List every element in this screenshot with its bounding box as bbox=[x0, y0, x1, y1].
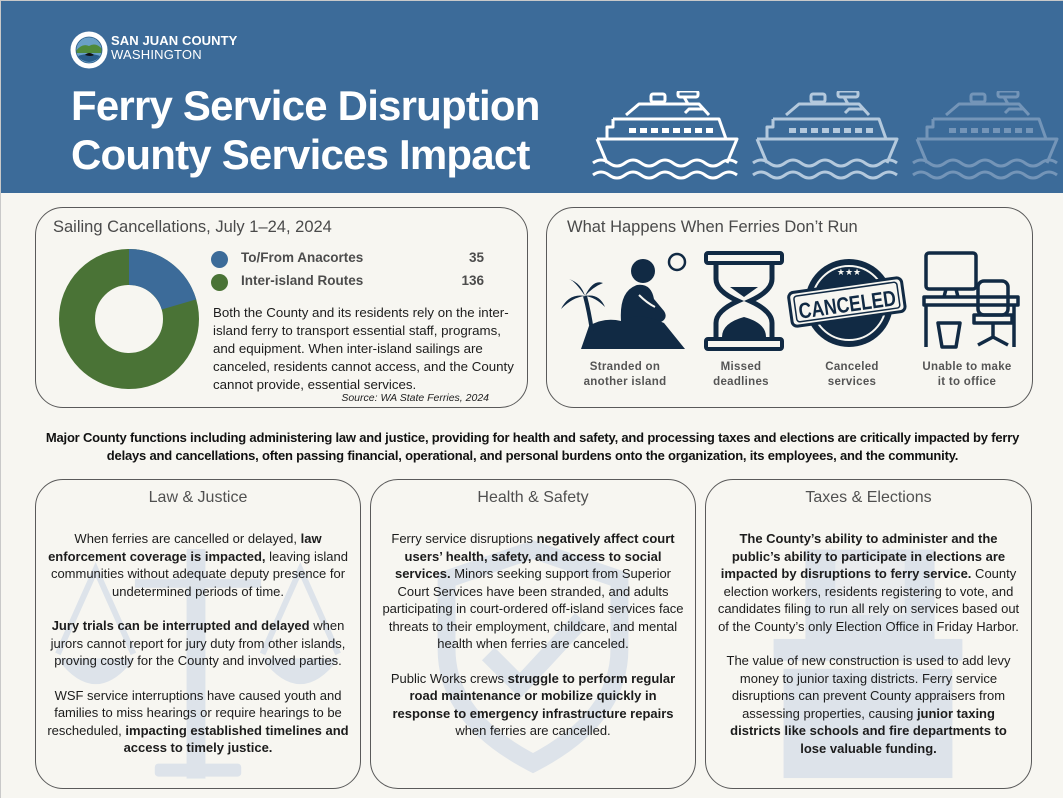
card-title: Taxes & Elections bbox=[805, 489, 932, 506]
canceled-stamp-icon: ★★★ CANCELED bbox=[787, 259, 907, 347]
empty-desk-icon bbox=[922, 251, 1020, 349]
title-line-2: County Services Impact bbox=[71, 131, 530, 178]
svg-text:★★★: ★★★ bbox=[837, 268, 861, 278]
ferry-icon-more-faded bbox=[912, 91, 1059, 180]
legend-value: 35 bbox=[468, 250, 484, 265]
brand-name: SAN JUAN COUNTY bbox=[111, 33, 238, 48]
legend-label: Inter-island Routes bbox=[241, 273, 364, 288]
stranded-person-icon bbox=[561, 252, 687, 349]
title-line-1: Ferry Service Disruption bbox=[71, 82, 540, 129]
card-title: Law & Justice bbox=[148, 489, 248, 506]
legend-value: 136 bbox=[461, 273, 484, 288]
county-seal-logo bbox=[70, 31, 108, 69]
legend-label: To/From Anacortes bbox=[241, 250, 364, 265]
legend-item-anacortes: To/From Anacortes 35 bbox=[211, 248, 501, 271]
what-happens-card: What Happens When Ferries Don’t Run ★★★ … bbox=[546, 207, 1033, 408]
legend-swatch bbox=[211, 274, 228, 291]
hourglass-icon bbox=[704, 251, 784, 351]
sailing-cancellations-card: Sailing Cancellations, July 1–24, 2024 T… bbox=[35, 207, 528, 408]
source-note: Source: WA State Ferries, 2024 bbox=[341, 392, 489, 404]
law-justice-card: Law & Justice When ferries are cancelled… bbox=[35, 479, 361, 789]
donut-chart bbox=[59, 249, 199, 389]
health-safety-card: Health & Safety Ferry service disruption… bbox=[370, 479, 696, 789]
page-title: Ferry Service Disruption County Services… bbox=[71, 81, 540, 179]
law-justice-body: When ferries are cancelled or delayed, l… bbox=[47, 531, 349, 755]
legend-item-inter-island: Inter-island Routes 136 bbox=[211, 271, 501, 294]
brand-state: WASHINGTON bbox=[111, 47, 202, 62]
card-title: Sailing Cancellations, July 1–24, 2024 bbox=[53, 218, 332, 236]
legend-swatch bbox=[211, 251, 228, 268]
ferry-icon bbox=[592, 91, 739, 180]
card-title: What Happens When Ferries Don’t Run bbox=[567, 218, 858, 236]
health-safety-body: Ferry service disruptions negatively aff… bbox=[382, 531, 684, 738]
header-banner: SAN JUAN COUNTY WASHINGTON Ferry Service… bbox=[1, 1, 1063, 193]
card-title: Health & Safety bbox=[477, 489, 589, 506]
chart-legend: To/From Anacortes 35 Inter-island Routes… bbox=[211, 248, 501, 294]
ferry-icon-faded bbox=[752, 91, 899, 180]
sailing-description: Both the County and its residents rely o… bbox=[213, 305, 514, 392]
summary-statement: Major County functions including adminis… bbox=[45, 430, 1020, 463]
taxes-elections-card: Taxes & Elections The County’s ability t… bbox=[705, 479, 1032, 789]
taxes-elections-body: The County’s ability to administer and t… bbox=[717, 531, 1020, 756]
